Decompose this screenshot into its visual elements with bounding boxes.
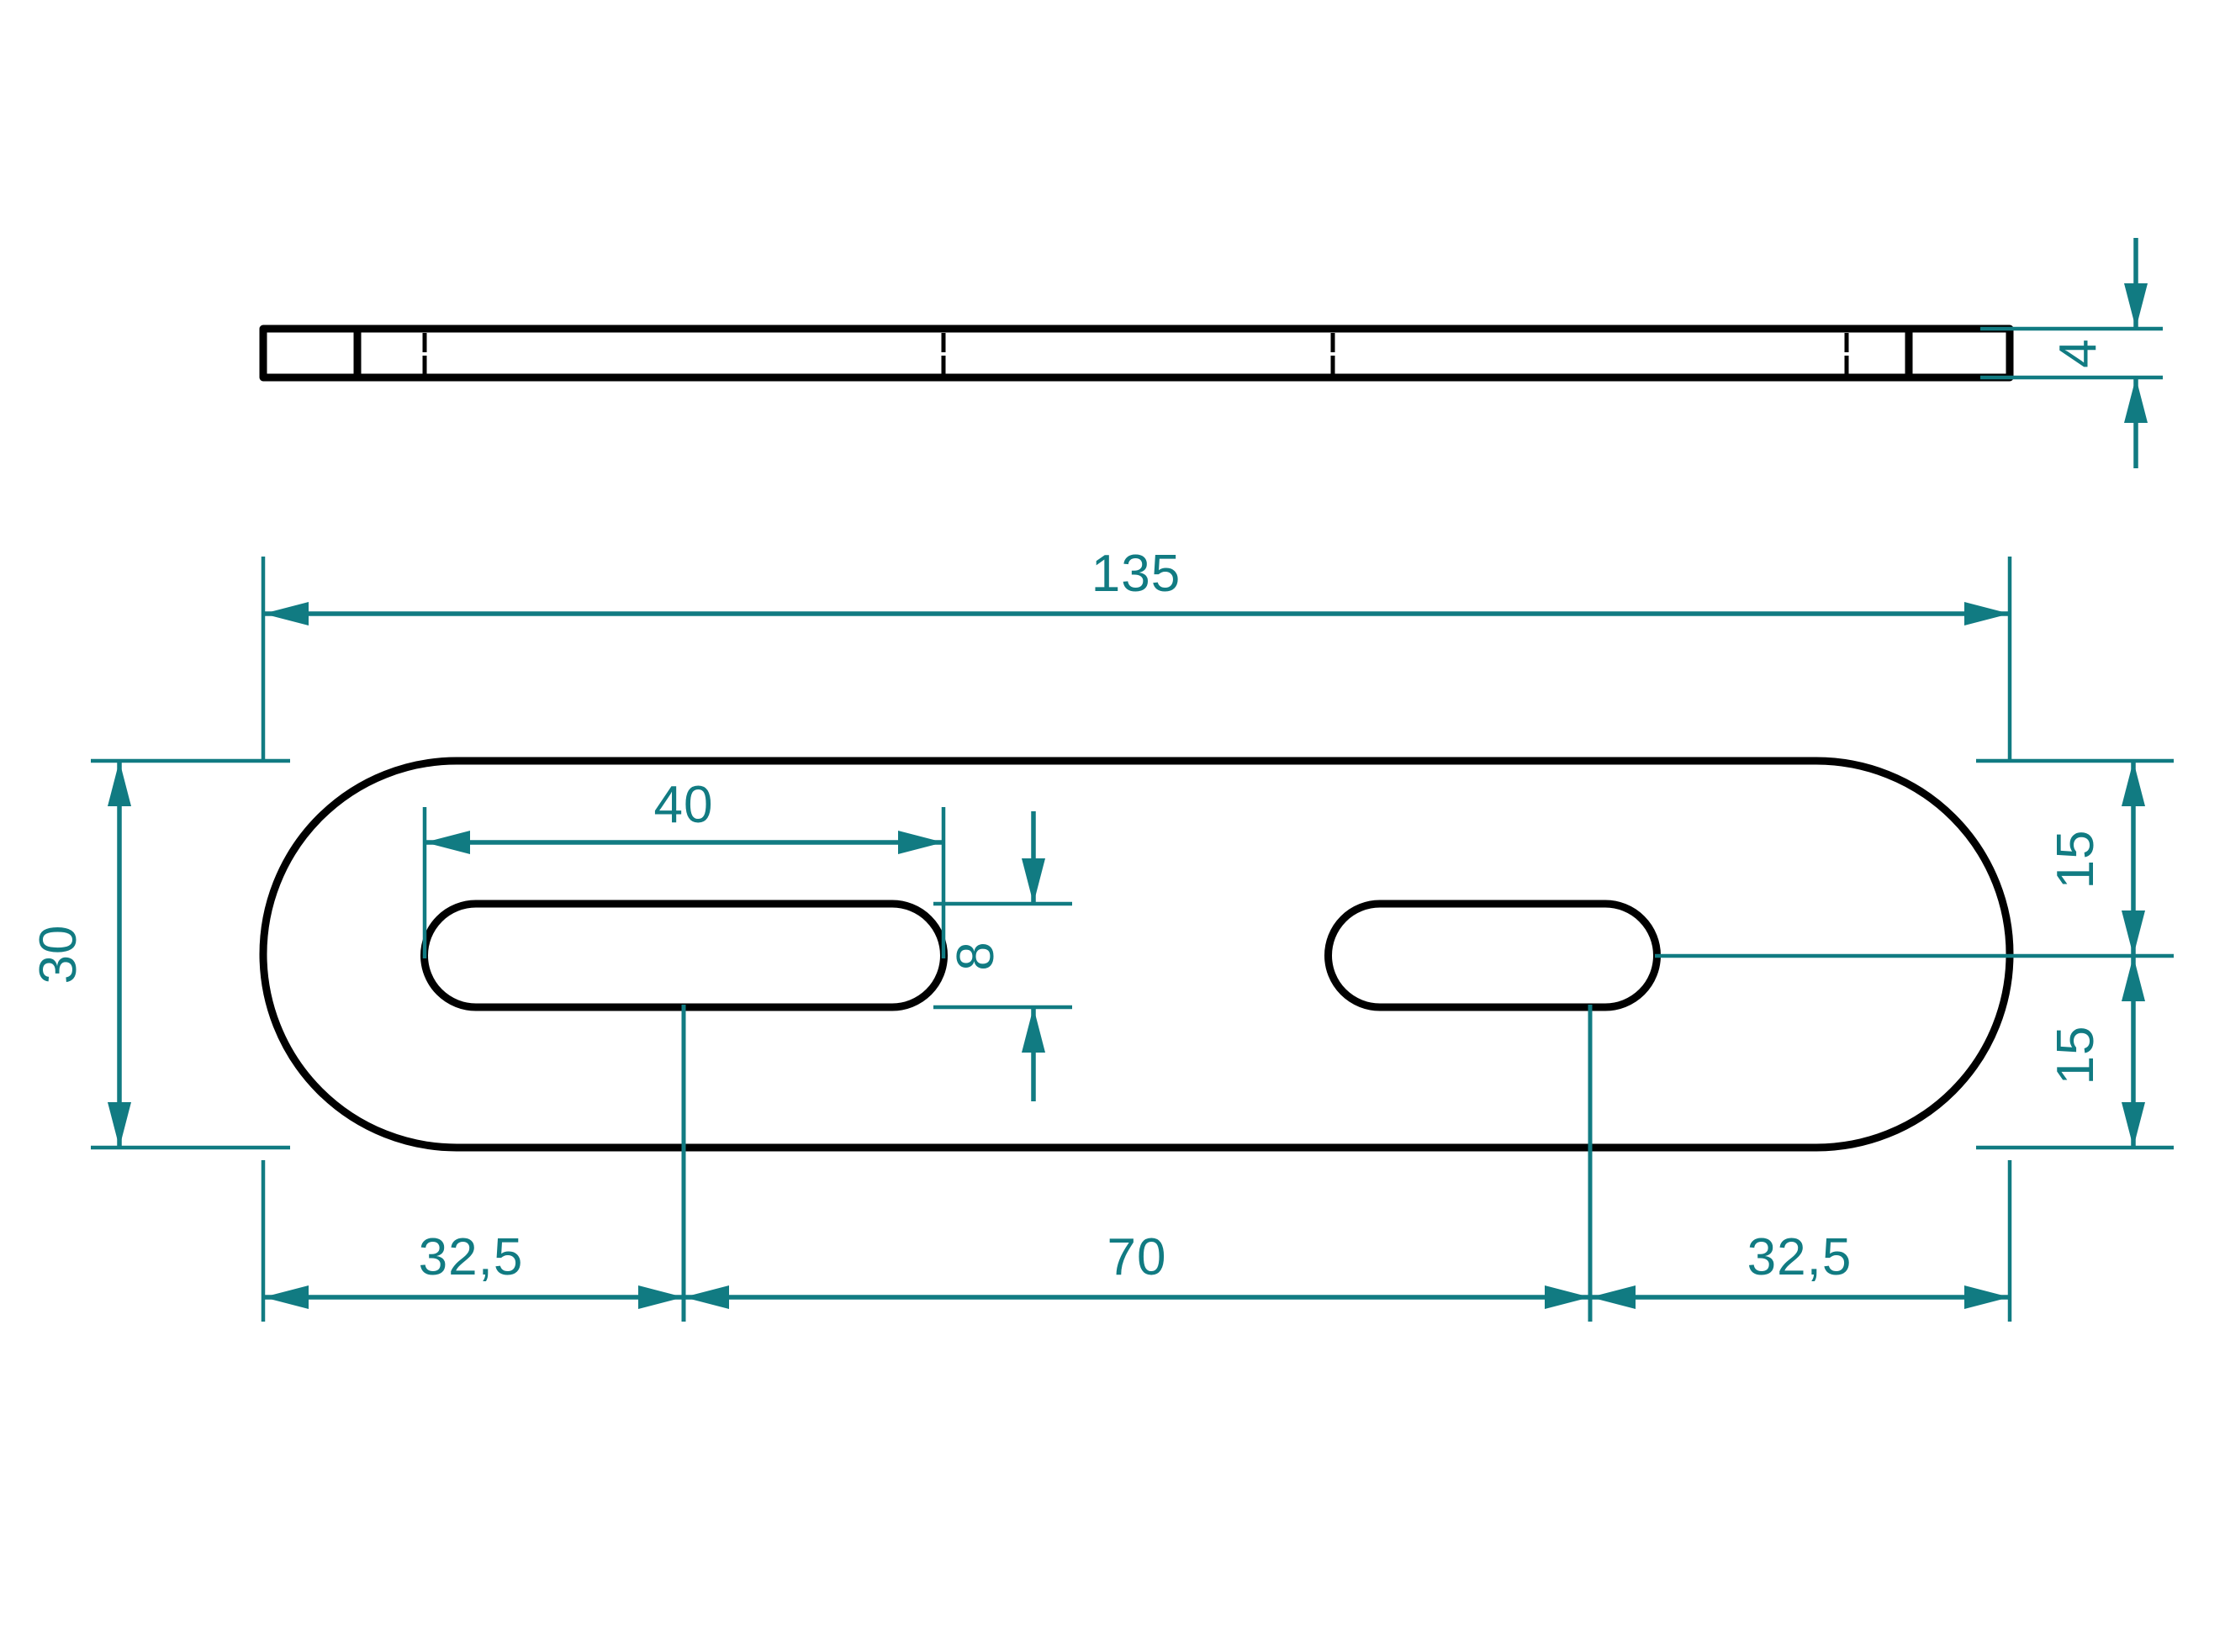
- plan-view: [259, 757, 2014, 1152]
- side-view: [259, 325, 2014, 382]
- side-view-body-outline: [259, 325, 2014, 382]
- slot-left: [420, 900, 948, 1011]
- slot-center-lines: [681, 1005, 1593, 1322]
- center-spacing-label: 70: [1107, 1228, 1167, 1286]
- thickness-arrow-bottom: [2124, 377, 2148, 423]
- dimension-slot-length: 40: [422, 776, 946, 958]
- lower-half-width-arrow-top: [2122, 956, 2145, 1001]
- left-offset-arrow-outer: [263, 1285, 309, 1309]
- upper-half-width-label: 15: [2047, 830, 2105, 889]
- plate-outline: [259, 757, 2014, 1152]
- width-arrow-top: [108, 761, 131, 806]
- lower-half-width-arrow-bottom: [2122, 1102, 2145, 1148]
- slot-length-arrow-left: [425, 831, 470, 854]
- slot-length-arrow-right: [898, 831, 943, 854]
- overall-length-label: 135: [1091, 545, 1181, 603]
- right-offset-label: 32,5: [1747, 1228, 1852, 1286]
- dimension-thickness: 4: [1980, 238, 2163, 468]
- left-offset-label: 32,5: [419, 1228, 524, 1286]
- dimension-overall-width: 30: [29, 758, 290, 1150]
- slot-width-arrow-bottom: [1022, 1007, 1045, 1053]
- dimension-half-widths: 15 15: [1655, 758, 2174, 1150]
- slot-width-label: 8: [947, 941, 1005, 970]
- thickness-arrow-top: [2124, 283, 2148, 329]
- right-offset-arrow-outer: [1964, 1285, 2010, 1309]
- dimension-chain-bottom: 32,5 70 32,5: [261, 1160, 2012, 1322]
- length-arrow-left: [263, 602, 309, 625]
- overall-width-label: 30: [29, 925, 87, 984]
- upper-half-width-arrow-bottom: [2122, 910, 2145, 956]
- right-offset-arrow-inner: [1590, 1285, 1636, 1309]
- length-arrow-right: [1964, 602, 2010, 625]
- width-arrow-bottom: [108, 1102, 131, 1148]
- slot-right: [1324, 900, 1661, 1011]
- dimension-slot-width: 8: [933, 811, 1072, 1101]
- slot-length-label: 40: [654, 776, 714, 834]
- slot-width-arrow-top: [1022, 858, 1045, 904]
- center-spacing-arrow-right: [1545, 1285, 1590, 1309]
- thickness-dim-label: 4: [2049, 338, 2107, 367]
- left-offset-arrow-inner: [638, 1285, 684, 1309]
- upper-half-width-arrow-top: [2122, 761, 2145, 806]
- lower-half-width-label: 15: [2047, 1026, 2105, 1085]
- center-spacing-arrow-left: [684, 1285, 729, 1309]
- dimension-overall-length: 135: [261, 545, 2012, 761]
